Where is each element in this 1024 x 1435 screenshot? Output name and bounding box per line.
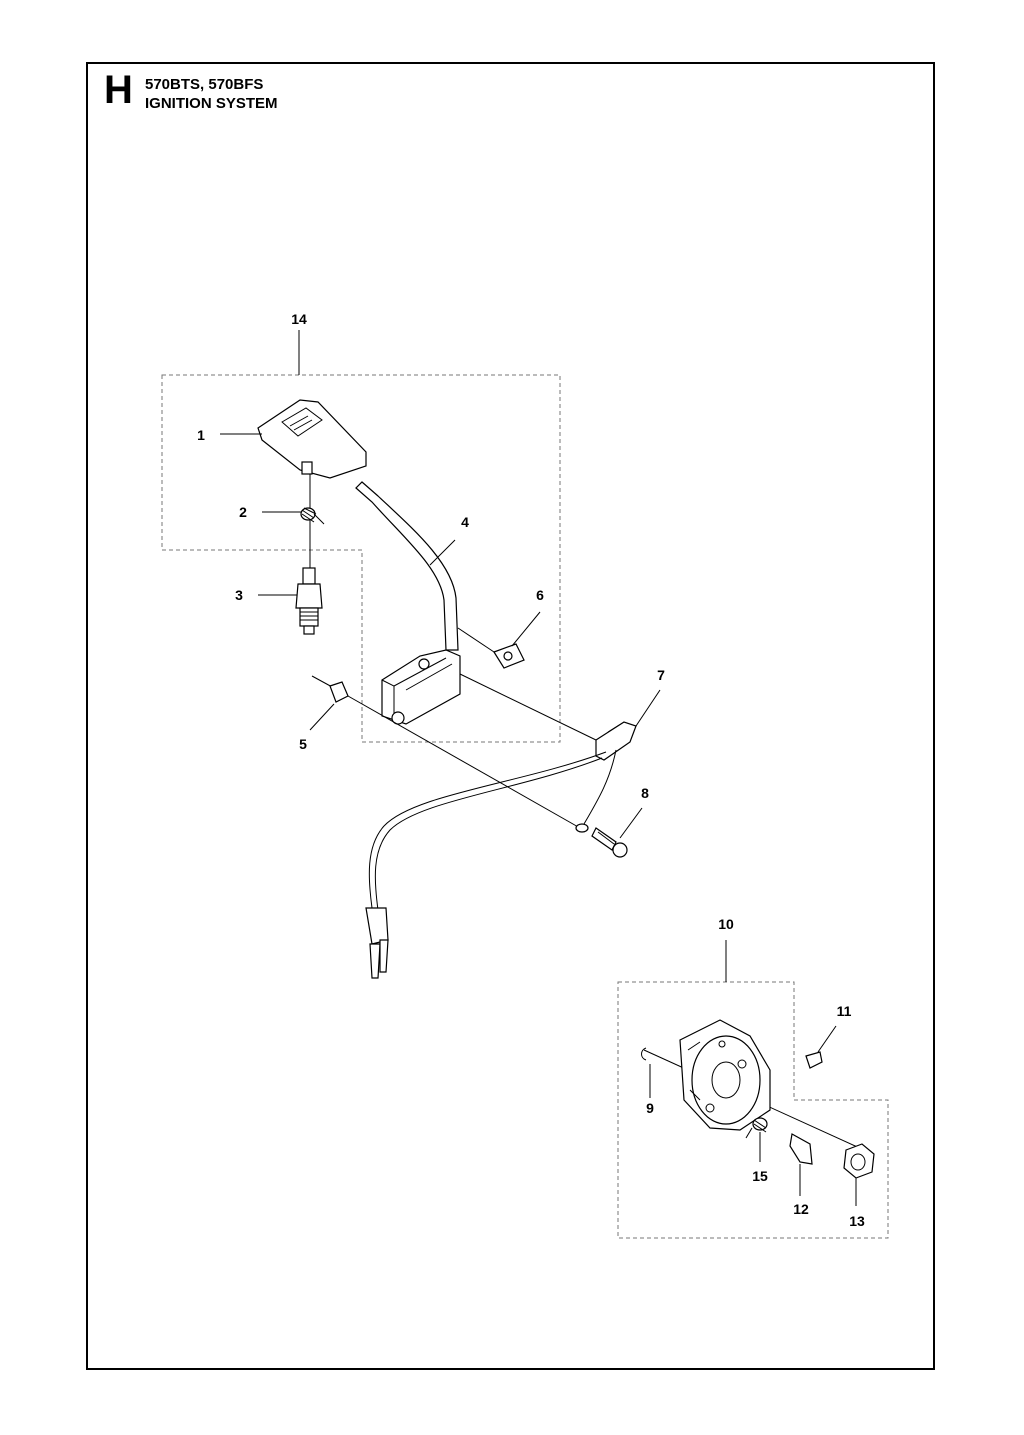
guide-line-screw	[347, 695, 581, 829]
leader-8	[619, 807, 643, 839]
callout-13: 13	[849, 1213, 865, 1229]
grommet	[493, 643, 525, 669]
leader-7	[635, 689, 661, 727]
kit-outline-14	[161, 374, 561, 743]
page-frame	[86, 62, 935, 1370]
spacer	[311, 675, 349, 703]
callout-9: 9	[646, 1100, 654, 1116]
callout-11: 11	[837, 1003, 852, 1019]
pawl-spring	[745, 1117, 768, 1139]
leader-6	[511, 611, 541, 647]
guide-line-6	[457, 627, 495, 653]
flywheel-nut	[843, 1143, 875, 1179]
callout-3: 3	[235, 587, 243, 603]
callout-12: 12	[793, 1201, 809, 1217]
callout-10: 10	[718, 916, 734, 932]
ignition-lead	[355, 481, 459, 651]
screw	[591, 827, 628, 858]
callout-8: 8	[641, 785, 649, 801]
callout-4: 4	[461, 514, 469, 530]
short-circuit-cable	[365, 721, 637, 979]
flywheel	[679, 1019, 771, 1131]
callout-2: 2	[239, 504, 247, 520]
ignition-module	[381, 649, 461, 725]
leader-4	[429, 539, 456, 566]
spring-part	[300, 474, 325, 568]
callout-6: 6	[536, 587, 544, 603]
guide-line-module	[459, 673, 597, 741]
pawl	[789, 1133, 813, 1165]
spark-plug	[295, 567, 323, 635]
callout-14: 14	[291, 311, 307, 327]
callout-1: 1	[197, 427, 205, 443]
spark-plug-cap	[257, 399, 367, 479]
model-title: 570BTS, 570BFS	[145, 76, 264, 93]
leader-5	[309, 703, 335, 731]
woodruff-key	[805, 1051, 823, 1069]
section-title: IGNITION SYSTEM	[145, 95, 278, 112]
leader-11	[817, 1025, 837, 1053]
callout-15: 15	[752, 1168, 768, 1184]
section-letter: H	[104, 68, 133, 112]
callout-5: 5	[299, 736, 307, 752]
kit-outline-10	[617, 981, 889, 1239]
callout-7: 7	[657, 667, 665, 683]
